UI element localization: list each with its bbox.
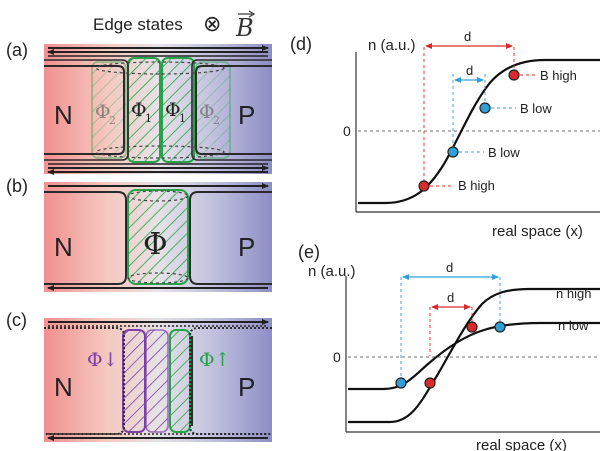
- panel-d: n (a.u.) real space (x) 0 d d B high B l…: [343, 29, 600, 240]
- phi-a-3-sub: 1: [179, 112, 186, 125]
- panel-a-n: N: [54, 100, 73, 130]
- d-inner-d: d: [466, 63, 473, 78]
- phi-a-1-sub: 2: [109, 114, 116, 127]
- panel-a-label: (a): [6, 40, 28, 60]
- d-xlabel: real space (x): [492, 223, 583, 240]
- e-inner-d: d: [447, 290, 454, 305]
- panel-c-p: P: [238, 372, 255, 402]
- e-xlabel: real space (x): [476, 437, 567, 451]
- e-label-n-low: n low: [558, 318, 589, 333]
- phi-a-2: Φ: [131, 99, 147, 121]
- phi-a-2-sub: 1: [145, 112, 152, 125]
- panel-e-label: (e): [298, 242, 320, 262]
- panel-c-n: N: [54, 372, 73, 402]
- d-ylabel: n (a.u.): [368, 37, 416, 54]
- d-outer-d: d: [464, 29, 471, 44]
- panel-b: N P Φ: [44, 182, 272, 292]
- phi-a-1: Φ: [95, 101, 111, 123]
- d-label-b-high-1: B high: [458, 178, 495, 193]
- e-outer-d: d: [446, 260, 453, 275]
- phi-a-4-sub: 2: [213, 114, 220, 127]
- svg-text:B: B: [235, 14, 254, 42]
- header-text: Edge states: [93, 15, 183, 34]
- phi-a-4: Φ: [199, 101, 215, 123]
- e-point-high-right: [466, 321, 478, 333]
- e-point-low-left: [395, 377, 407, 389]
- panel-b-label: (b): [6, 176, 28, 196]
- d-point-b-high-high: [508, 69, 520, 81]
- phi-a-3: Φ: [165, 99, 181, 121]
- d-zero: 0: [343, 123, 351, 139]
- e-zero: 0: [333, 349, 341, 365]
- e-label-n-high: n high: [556, 286, 591, 301]
- panel-a: N P Φ 2 Φ 1 Φ 1 Φ 2: [44, 44, 272, 175]
- d-curve: [358, 58, 600, 205]
- d-label-b-high-2: B high: [540, 68, 577, 83]
- panel-c: N P Φ↓ Φ↑: [44, 318, 272, 442]
- d-label-b-low-1: B low: [488, 145, 520, 160]
- otimes-symbol: ⊗: [203, 11, 221, 36]
- phi-b: Φ: [143, 227, 168, 262]
- panel-d-label: (d): [290, 34, 312, 54]
- phi-down: Φ↓: [87, 349, 119, 371]
- e-curve-n-high: [348, 287, 600, 424]
- b-vector-symbol: B: [235, 10, 256, 42]
- panel-b-p: P: [238, 232, 255, 262]
- e-point-high-left: [424, 377, 436, 389]
- e-point-low-right: [494, 321, 506, 333]
- d-label-b-low-2: B low: [520, 101, 552, 116]
- phi-up: Φ↑: [199, 349, 231, 371]
- e-ylabel: n (a.u.): [308, 263, 356, 280]
- panel-a-p: P: [238, 100, 255, 130]
- panel-c-label: (c): [6, 310, 27, 330]
- d-point-b-low-high: [479, 102, 491, 114]
- panel-e: n (a.u.) real space (x) 0 d d n high n l…: [308, 260, 600, 451]
- d-point-b-low-low: [447, 146, 459, 158]
- panel-b-n: N: [54, 232, 73, 262]
- d-point-b-high-low: [418, 180, 430, 192]
